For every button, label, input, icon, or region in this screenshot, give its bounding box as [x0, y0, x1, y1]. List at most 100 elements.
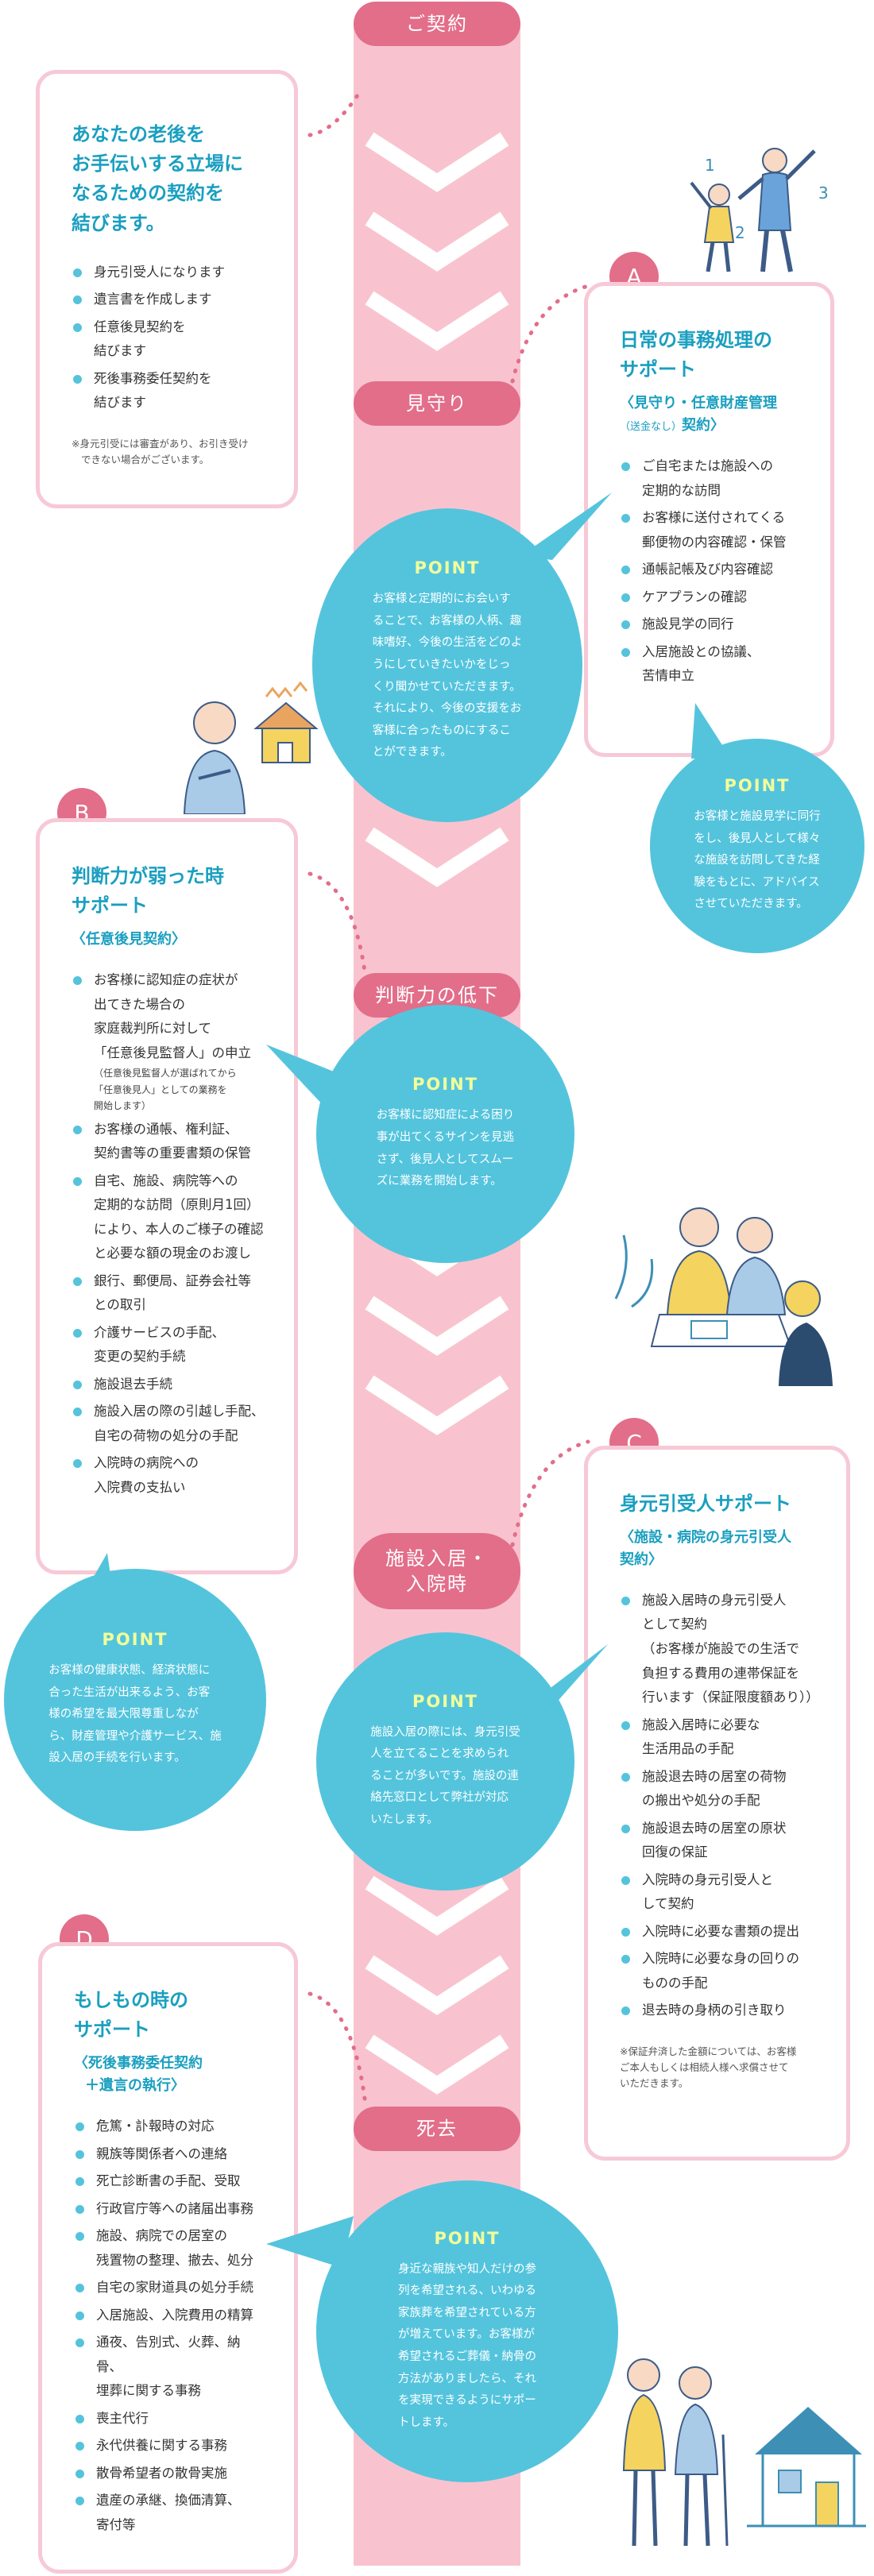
list-item: 遺産の承継、換価清算、寄付等 — [74, 2489, 265, 2537]
point-line: 身近な親族や知人だけの参 — [398, 2262, 536, 2276]
note-line: いただきます。 — [620, 2076, 689, 2089]
point-line: をし、後見人として様々 — [694, 832, 821, 845]
point-text: お客様と定期的にお会いす ることで、お客様の人柄、趣 味嗜好、今後の生活をどのよ… — [373, 589, 523, 763]
card-c-sub-line: 〈施設・病院の身元引受人 — [620, 1529, 791, 1547]
list-item: 介護サービスの手配、変更の契約手続 — [72, 1321, 265, 1369]
card-c-note: ※保証弁済した金額については、お客様 ご本人もしくは相続人様へ求償させて いただ… — [620, 2044, 818, 2091]
list-item-text: 寄付等 — [96, 2516, 136, 2532]
list-item-text: の搬出や処分の手配 — [642, 1793, 760, 1809]
point-label: POINT — [412, 1691, 478, 1711]
list-item: 永代供養に関する事務 — [74, 2434, 265, 2458]
point-line: 様の希望を最大限尊重しなが — [48, 1708, 199, 1721]
contract-title-line: 結びます。 — [72, 211, 165, 234]
card-b-items: お客様に認知症の症状が 出てきた場合の 家庭裁判所に対して 「任意後見監督人」の… — [72, 968, 265, 1500]
stage-death: 死去 — [354, 2107, 520, 2151]
list-item-text: （お客様が施設での生活で — [642, 1641, 799, 1656]
note-line: ご本人もしくは相続人様へ求償させて — [620, 2060, 789, 2073]
list-item: 散骨希望者の散骨実施 — [74, 2462, 265, 2486]
point-line: うにしていきたいかをじっ — [372, 658, 511, 671]
point-label: POINT — [414, 558, 481, 578]
chevron-down-icon — [365, 1875, 509, 1936]
list-item-text: 行います（保証限度額あり）） — [642, 1690, 819, 1705]
note-line: ※保証弁済した金額については、お客様 — [620, 2045, 797, 2057]
list-item-text: との取引 — [94, 1297, 146, 1313]
list-item-text: 結びます — [94, 395, 146, 411]
list-item-text: 負担する費用の連帯保証を — [642, 1665, 799, 1681]
list-item-text: 出てきた場合の — [94, 996, 186, 1012]
card-b: 判断力が弱った時 サポート 〈任意後見契約〉 お客様に認知症の症状が 出てきた場… — [36, 818, 298, 1574]
list-item: 自宅、施設、病院等への定期的な訪問（原則月1回）により、本人のご様子の確認と必要… — [72, 1169, 265, 1266]
point-line: くり聞かせていただきます。 — [372, 680, 521, 693]
list-item: 施設入居の際の引越し手配、自宅の荷物の処分の手配 — [72, 1400, 265, 1448]
card-d-sub-line: 〈死後事務委任契約 — [74, 2055, 203, 2072]
list-item-text: お客様に認知症の症状が — [94, 972, 238, 988]
list-item: 任意後見契約を結びます — [72, 315, 265, 364]
chevron-down-icon — [365, 132, 509, 192]
card-a-sub-tail: 契約〉 — [682, 417, 725, 434]
list-item: 入院時に必要な書類の提出 — [620, 1920, 818, 1945]
list-item-note: （任意後見監督人が選ばれてから 「任意後見人」としての業務を 開始します） — [94, 1065, 265, 1114]
list-item: 入院時の身元引受人として契約 — [620, 1868, 818, 1917]
list-item-text: 残置物の整理、撤去、処分 — [96, 2252, 253, 2268]
point-text: お客様と施設見学に同行 をし、後見人として様々 な施設を訪問してきた経 験をもと… — [694, 806, 821, 916]
point-text: お客様に認知症による困り 事が出てくるサインを見逃 さず、後見人としてスムー ズ… — [377, 1105, 515, 1192]
dotted-connector — [307, 93, 360, 137]
point-watch-bubble: POINT お客様と定期的にお会いす ることで、お客様の人柄、趣 味嗜好、今後の… — [312, 508, 582, 822]
card-c-items: 施設入居時の身元引受人 として契約 （お客様が施設での生活で 負担する費用の連帯… — [620, 1589, 819, 2023]
card-c-subtitle: 〈施設・病院の身元引受人 契約〉 — [620, 1527, 818, 1571]
contract-title-line: お手伝いする立場に — [72, 153, 243, 176]
list-item: お客様の通帳、権利証、契約書等の重要書類の保管 — [72, 1118, 265, 1166]
point-line: ズに業務を開始します。 — [376, 1175, 502, 1188]
list-item-text: お客様に送付されてくる — [642, 510, 786, 526]
list-item-text: 遺産の承継、換価清算、 — [96, 2493, 241, 2508]
list-item-text: として契約 — [642, 1616, 708, 1632]
point-line: 事が出てくるサインを見逃 — [376, 1130, 514, 1144]
dotted-connector — [307, 1991, 368, 2107]
list-item: 遺言書を作成します — [72, 288, 265, 312]
contract-title: あなたの老後を お手伝いする立場に なるための契約を 結びます。 — [72, 120, 265, 238]
stage-admission-line2: 入院時 — [406, 1573, 468, 1595]
list-item-text: 施設入居時の身元引受人 — [642, 1592, 787, 1608]
list-item: 入居施設との協議、苦情申立 — [620, 640, 802, 689]
point-line: お客様と施設見学に同行 — [694, 810, 821, 824]
list-item-text: 自宅の荷物の処分の手配 — [94, 1427, 238, 1443]
bubble-tail — [266, 2216, 354, 2268]
list-item-text: 入院時の病院への — [94, 1455, 199, 1471]
list-item: 施設入居時に必要な生活用品の手配 — [620, 1713, 818, 1762]
point-line: させていただきます。 — [694, 898, 808, 911]
dotted-connector — [510, 1439, 590, 1547]
list-item: 死亡診断書の手配、受取 — [74, 2169, 265, 2194]
point-line: とができます。 — [372, 746, 452, 759]
point-line: 験をもとに、アドバイス — [694, 875, 820, 889]
list-item: 銀行、郵便局、証券会社等との取引 — [72, 1269, 265, 1318]
chevron-down-icon — [365, 1375, 509, 1435]
point-line: 設入居の手続を行います。 — [48, 1751, 186, 1765]
point-line: 味嗜好、今後の生活をどのよ — [372, 636, 523, 650]
list-item-text: 施設入居の際の引越し手配、 — [94, 1404, 265, 1419]
family-house-illustration — [622, 2358, 866, 2547]
list-item: ご自宅または施設への定期的な訪問 — [620, 454, 802, 503]
point-line: トします。 — [398, 2416, 455, 2429]
point-death-bubble: POINT 身近な親族や知人だけの参 列を希望される、いわゆる 家族葬を希望され… — [316, 2180, 618, 2482]
point-b-bubble: POINT お客様の健康状態、経済状態に 合った生活が出来るよう、お客 様の希望… — [4, 1569, 266, 1831]
contract-title-line: なるための契約を — [72, 182, 224, 205]
list-item: お客様に認知症の症状が 出てきた場合の 家庭裁判所に対して 「任意後見監督人」の… — [72, 968, 265, 1114]
contract-items: 身元引受人になります 遺言書を作成します 任意後見契約を結びます 死後事務委任契… — [72, 261, 265, 415]
list-item: 施設退去手続 — [72, 1373, 265, 1397]
stage-watch: 見守り — [354, 381, 520, 426]
card-a-title-line: 日常の事務処理の — [620, 329, 772, 351]
point-line: 絡先窓口として弊社が対応 — [370, 1791, 509, 1805]
contract-card: あなたの老後を お手伝いする立場に なるための契約を 結びます。 身元引受人にな… — [36, 70, 298, 508]
point-line: 列を希望される、いわゆる — [398, 2284, 536, 2298]
list-item: 施設入居時の身元引受人 として契約 （お客様が施設での生活で 負担する費用の連帯… — [620, 1589, 819, 1710]
point-line: な施設を訪問してきた経 — [694, 854, 820, 867]
list-item: 退去時の身柄の引き取り — [620, 1999, 818, 2023]
list-item: 危篤・訃報時の対応 — [74, 2114, 265, 2139]
point-line: さず、後見人としてスムー — [376, 1153, 514, 1166]
card-c: 身元引受人サポート 〈施設・病院の身元引受人 契約〉 施設入居時の身元引受人 と… — [584, 1446, 850, 2161]
point-a-bubble: POINT お客様と施設見学に同行 をし、後見人として様々 な施設を訪問してきた… — [650, 739, 864, 953]
note-line: （任意後見監督人が選ばれてから — [94, 1068, 237, 1079]
point-decline-bubble: POINT お客様に認知症による困り 事が出てくるサインを見逃 さず、後見人とし… — [316, 1005, 574, 1263]
list-item-text: 「任意後見監督人」の申立 — [94, 1045, 251, 1060]
point-admission-bubble: POINT 施設入居の際には、身元引受 人を立てることを求められ ることが多いで… — [316, 1632, 574, 1890]
